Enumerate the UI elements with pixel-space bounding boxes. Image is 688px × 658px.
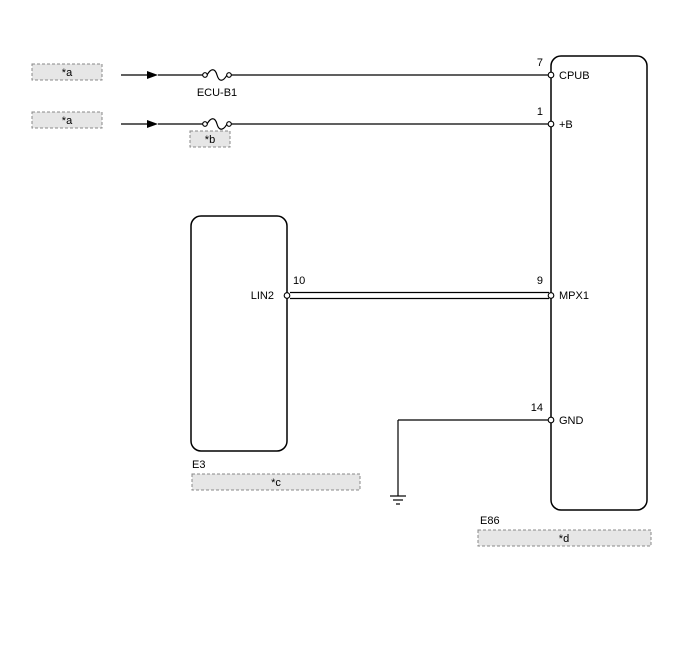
- ecu-e86: E86: [480, 55, 648, 527]
- pin-lin2: 10 LIN2: [251, 275, 306, 302]
- ground-icon: [390, 495, 406, 505]
- pin-mpx1-name: MPX1: [559, 290, 589, 302]
- pin-gnd-name: GND: [559, 415, 584, 427]
- tag-a-bottom: *a: [31, 111, 103, 129]
- fuse-icon: [202, 118, 232, 130]
- tag-a-bottom-text: *a: [62, 115, 73, 127]
- ecu-e86-name: E86: [480, 515, 500, 527]
- pin-cpub-name: CPUB: [559, 70, 590, 82]
- wire-cpub: ECU-B1: [121, 69, 549, 99]
- pin-cpub: 7 CPUB: [537, 57, 590, 82]
- pin-mpx1: 9 MPX1: [537, 275, 589, 302]
- arrow-icon: [147, 71, 158, 79]
- fuse-icon: [202, 69, 232, 81]
- tag-a-top: *a: [31, 63, 103, 81]
- ecu-e3: E3: [190, 215, 288, 471]
- tag-b: *b: [189, 130, 231, 148]
- ecu-e3-name: E3: [192, 459, 205, 471]
- tag-a-top-text: *a: [62, 67, 73, 79]
- tag-b-text: *b: [205, 134, 215, 146]
- fuse-label: ECU-B1: [197, 87, 237, 99]
- wire-gnd: [390, 419, 549, 505]
- pin-gnd-number: 14: [531, 402, 543, 414]
- tag-d-text: *d: [559, 533, 569, 545]
- pin-mpx1-number: 9: [537, 275, 543, 287]
- wire-lin-bus: [290, 291, 549, 300]
- pin-lin2-number: 10: [293, 275, 305, 287]
- tag-d: *d: [477, 529, 652, 547]
- pin-plus-b: 1 +B: [537, 106, 573, 131]
- pin-lin2-name: LIN2: [251, 290, 274, 302]
- tag-c-text: *c: [271, 477, 281, 489]
- pin-gnd: 14 GND: [531, 402, 584, 427]
- wire-plus-b: [121, 118, 549, 130]
- arrow-icon: [147, 120, 158, 128]
- pin-cpub-number: 7: [537, 57, 543, 69]
- tag-c: *c: [191, 473, 361, 491]
- pin-plus-b-number: 1: [537, 106, 543, 118]
- pin-plus-b-name: +B: [559, 119, 573, 131]
